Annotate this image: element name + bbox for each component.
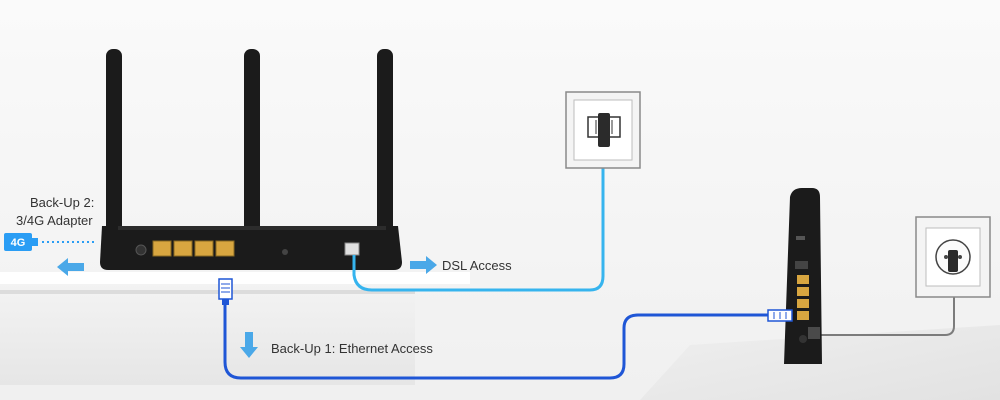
- power-cable: [812, 270, 955, 336]
- router-dsl-port: [344, 242, 360, 256]
- ethernet-plug-icon: [218, 278, 233, 305]
- dsl-wall-socket: [565, 91, 641, 169]
- modem-ethernet-plug-icon: [767, 309, 793, 322]
- router-antenna-middle: [244, 49, 260, 244]
- router-rear-panel: [118, 226, 386, 230]
- arrow-left-icon: [57, 258, 84, 276]
- dsl-cable: [352, 148, 605, 292]
- shelf-front: [0, 284, 470, 385]
- power-wall-outlet: [915, 216, 991, 298]
- usb-4g-adapter-icon: 4G: [4, 233, 38, 251]
- dsl-access-label: DSL Access: [442, 258, 512, 273]
- backup2-label-line1: Back-Up 2:: [30, 195, 95, 210]
- router-lan-ports: [152, 240, 235, 257]
- backup2-label-line2: 3/4G Adapter: [16, 213, 93, 228]
- router-power-port: [135, 244, 147, 256]
- router-antenna-right: [377, 49, 393, 244]
- router-antenna-left: [106, 49, 122, 244]
- badge-4g-text: 4G: [11, 237, 26, 249]
- router-button: [282, 249, 288, 255]
- shelf-edge: [0, 290, 415, 294]
- ethernet-cable: [223, 300, 776, 380]
- arrow-right-icon: [410, 256, 437, 274]
- ethernet-access-label: Back-Up 1: Ethernet Access: [271, 341, 433, 356]
- router-body: [100, 226, 402, 270]
- modem-device: [784, 188, 822, 364]
- shelf-top: [0, 272, 470, 284]
- arrow-down-icon: [240, 332, 258, 358]
